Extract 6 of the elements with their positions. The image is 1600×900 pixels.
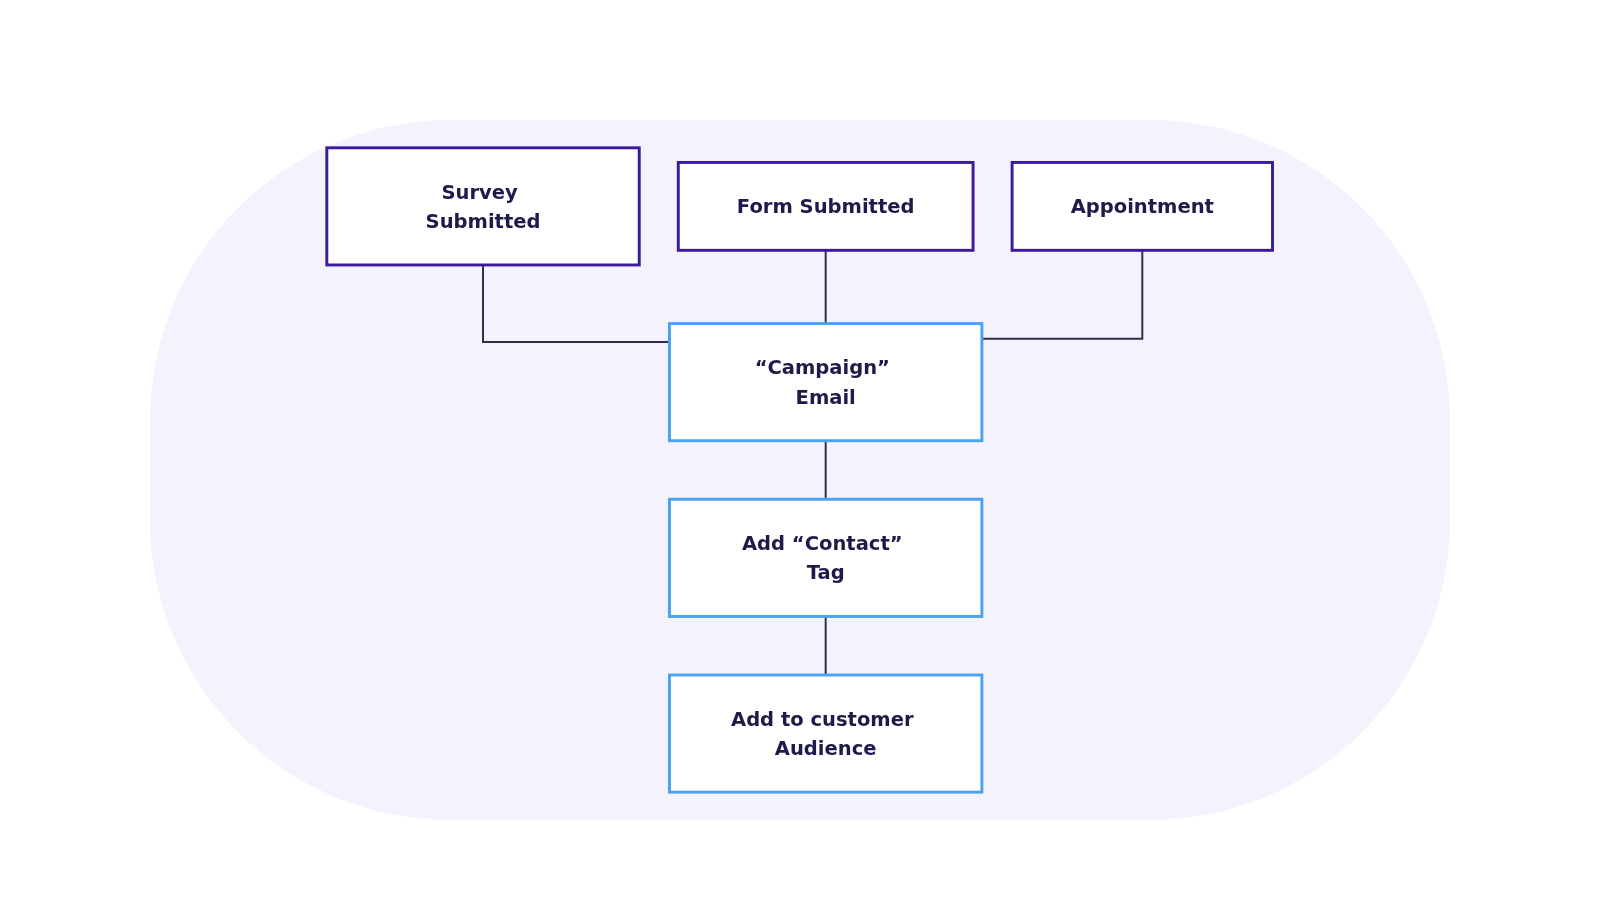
node-box: Add to customer Audience — [668, 673, 984, 794]
node-box: Appointment — [1010, 161, 1275, 252]
node-box: Form Submitted — [677, 161, 975, 252]
node-box: Survey Submitted — [325, 146, 642, 267]
node-box: Add “Contact” Tag — [668, 497, 984, 618]
node-box: “Campaign” Email — [668, 322, 984, 443]
